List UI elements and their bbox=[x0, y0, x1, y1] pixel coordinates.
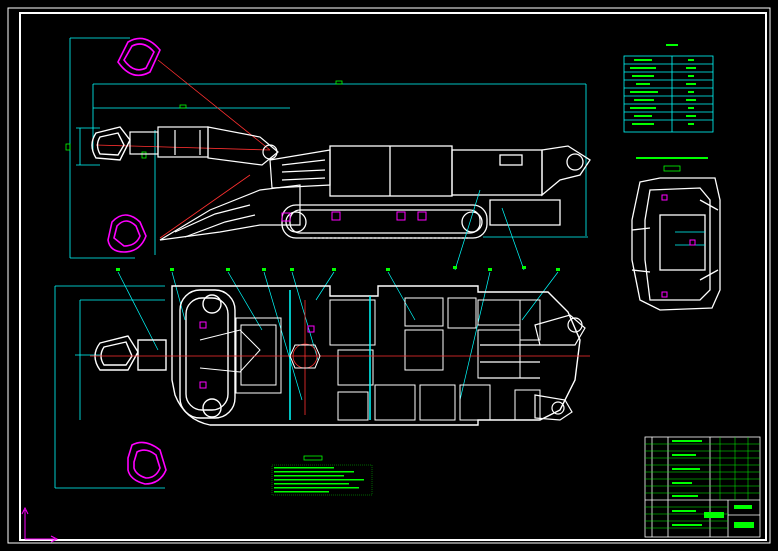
side-view-title-marks bbox=[636, 157, 708, 159]
elevation-dim-text bbox=[65, 80, 343, 159]
plan-center-hub bbox=[289, 344, 321, 369]
end-view[interactable] bbox=[631, 157, 721, 311]
end-view-tag bbox=[663, 165, 681, 172]
title-block-frame bbox=[644, 436, 761, 538]
parts-table[interactable] bbox=[623, 44, 714, 133]
parts-table-title-mark bbox=[666, 44, 678, 46]
inner-border bbox=[19, 12, 767, 541]
plan-hinge-markers bbox=[199, 321, 315, 389]
track-markers bbox=[281, 211, 427, 222]
notes-lines bbox=[274, 467, 364, 493]
plan-cutter-head bbox=[94, 335, 167, 371]
outer-border bbox=[7, 7, 771, 544]
title-block-rows bbox=[645, 437, 760, 529]
title-block[interactable] bbox=[644, 436, 761, 538]
machine-body bbox=[329, 145, 591, 197]
plan-frame bbox=[171, 285, 581, 426]
cutter-head-front bbox=[91, 126, 131, 161]
plan-cutter-icon bbox=[127, 441, 167, 485]
plan-loader-arms bbox=[480, 314, 586, 421]
cutter-head-lower-icon bbox=[107, 214, 147, 253]
technical-notes bbox=[271, 455, 373, 496]
parts-table-grid bbox=[623, 55, 714, 133]
plan-dimensions bbox=[54, 285, 165, 489]
crawler-track bbox=[281, 199, 561, 239]
plan-inner-structure bbox=[199, 297, 541, 421]
ucs-axis-icon bbox=[21, 506, 59, 543]
title-block-text bbox=[672, 440, 754, 528]
cutting-boom bbox=[129, 126, 279, 166]
plan-view[interactable] bbox=[54, 189, 590, 489]
elevation-view[interactable] bbox=[65, 37, 591, 259]
plan-leader-markers bbox=[116, 266, 560, 271]
end-view-outline bbox=[631, 177, 721, 311]
end-view-markers bbox=[661, 194, 696, 298]
cutter-head-upper-icon bbox=[117, 37, 161, 77]
parts-table-text bbox=[630, 59, 696, 125]
